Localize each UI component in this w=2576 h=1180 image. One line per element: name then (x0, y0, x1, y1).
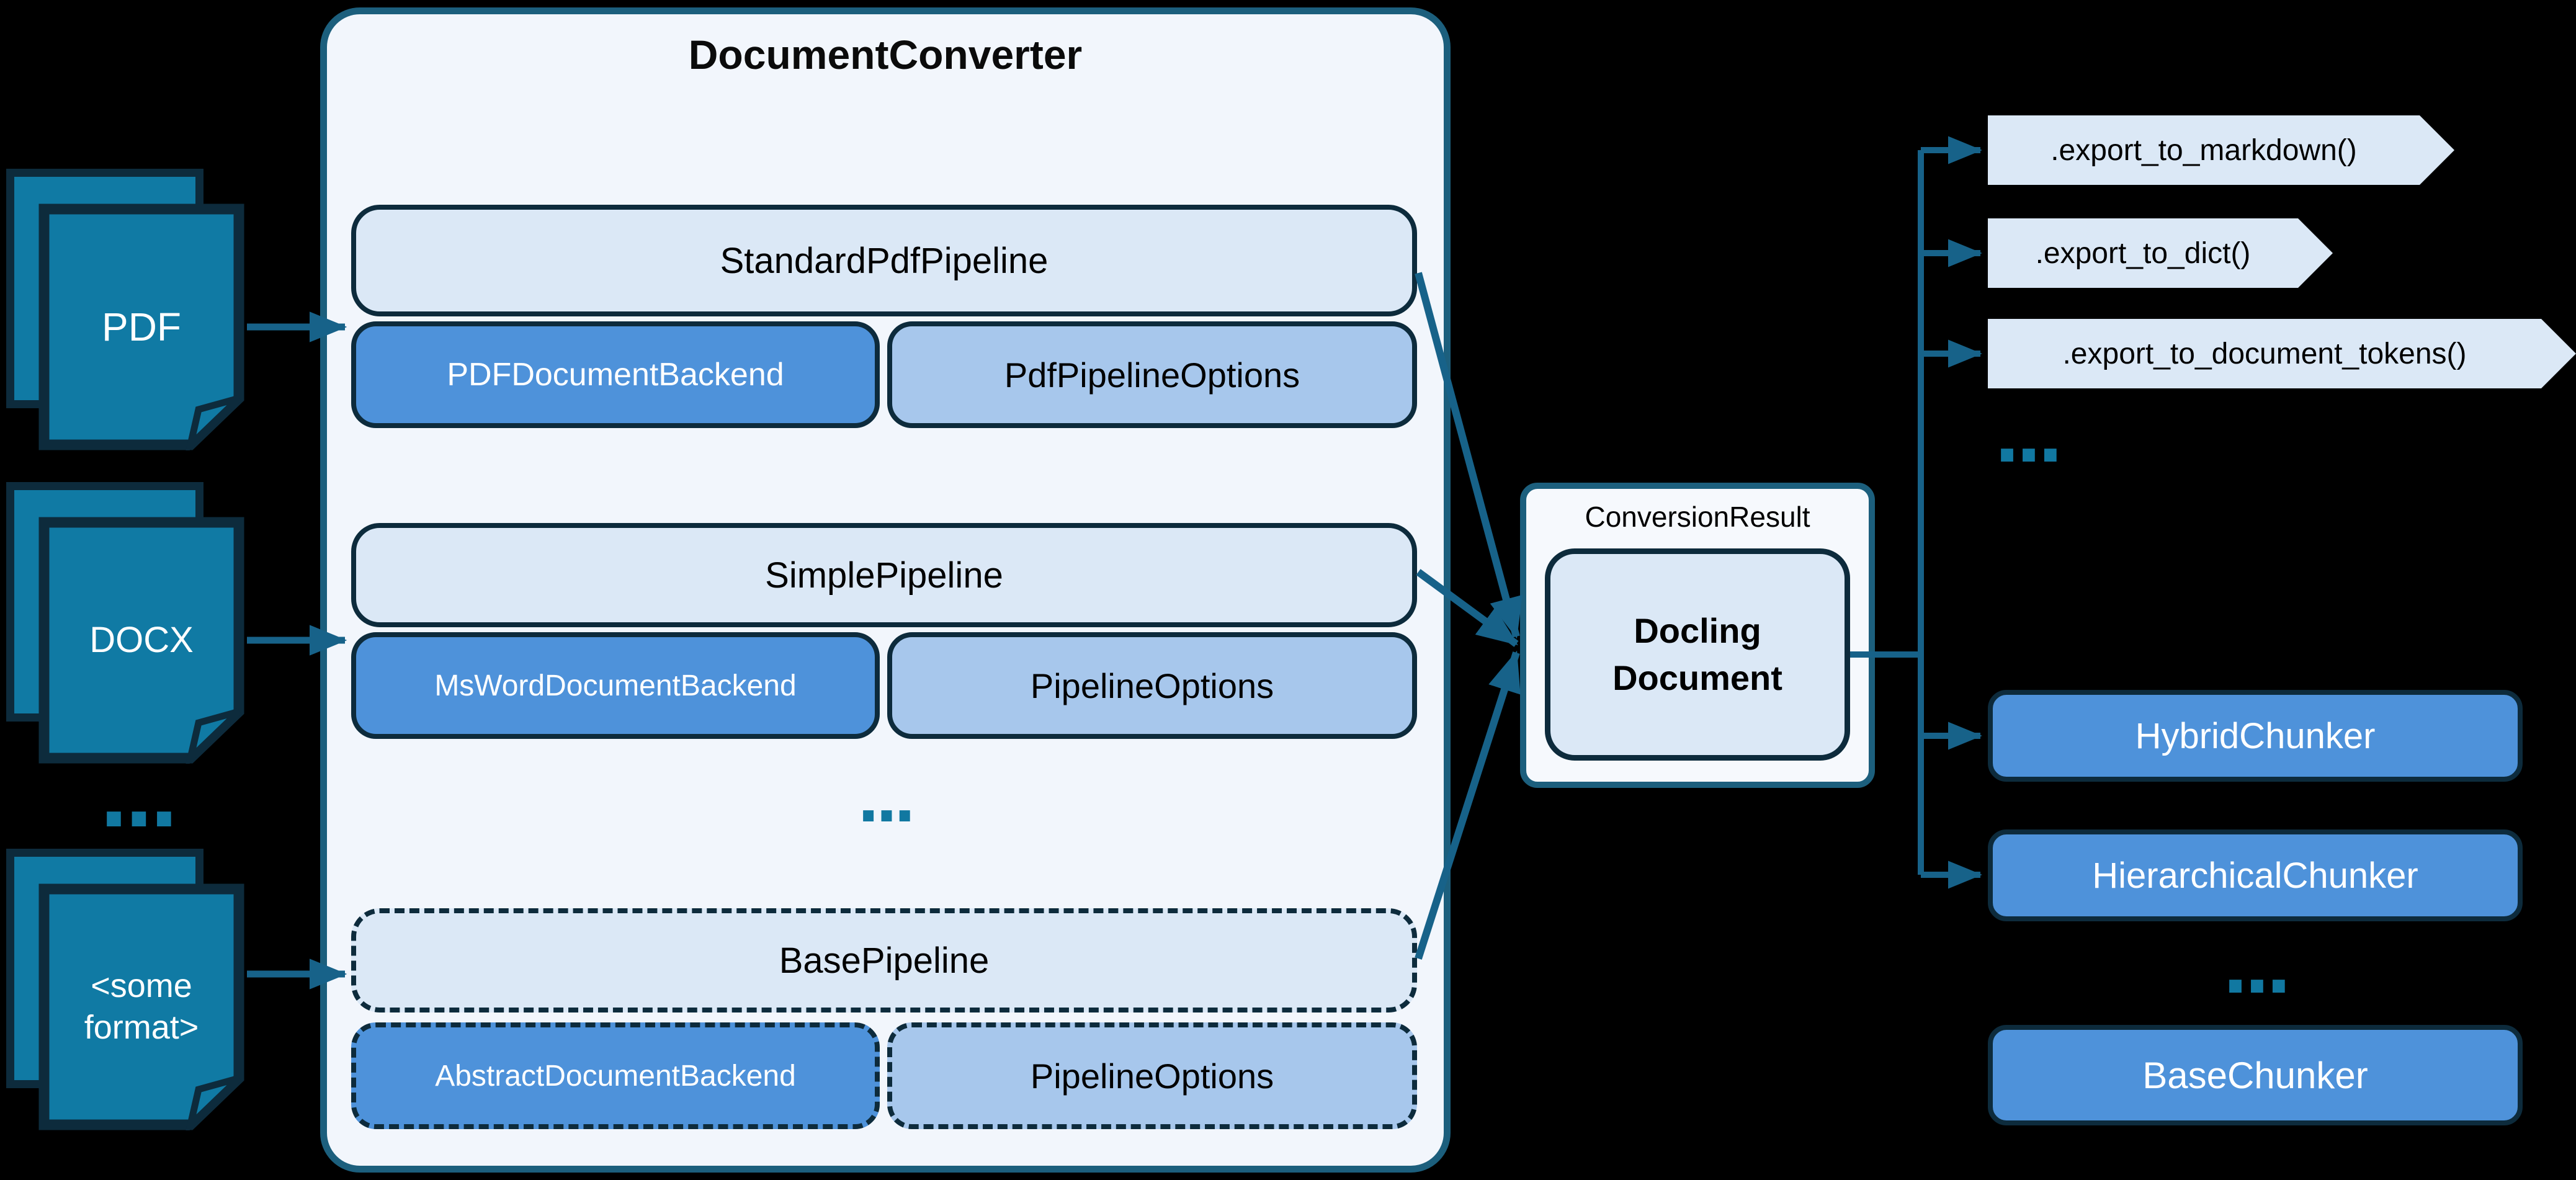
pdf-document-icon (38, 203, 244, 450)
document-converter-title: DocumentConverter (688, 32, 1083, 78)
export-to-dict-chevron: .export_to_dict() (1988, 218, 2333, 288)
export-to-document-tokens-chevron: .export_to_document_tokens() (1988, 319, 2576, 388)
arrow-base-pipeline-to-result (1415, 650, 1521, 960)
other-format-document-icon (38, 883, 244, 1130)
conversion-result-label: ConversionResult (1585, 501, 1810, 533)
backend-pdf-document: PDFDocumentBackend (351, 321, 880, 428)
base-chunker-box: BaseChunker (1988, 1025, 2523, 1125)
options-pipeline: PipelineOptions (887, 632, 1417, 739)
document-page-icon (38, 517, 244, 764)
other-format-label: <some format> (84, 967, 199, 1047)
pdf-label: PDF (102, 305, 181, 349)
arrow-simple-pipeline-to-result (1416, 569, 1519, 647)
pipeline-base: BasePipeline (351, 908, 1417, 1012)
options-pdf-pipeline: PdfPipelineOptions (887, 321, 1417, 428)
hierarchical-chunker-box: HierarchicalChunker (1988, 829, 2523, 921)
docx-label: DOCX (89, 619, 194, 660)
backend-abstract-document: AbstractDocumentBackend (351, 1022, 880, 1129)
export-to-markdown-chevron: .export_to_markdown() (1988, 115, 2454, 185)
document-page-icon (38, 203, 244, 450)
hybrid-chunker-box: HybridChunker (1988, 690, 2523, 782)
pipeline-simple: SimplePipeline (351, 523, 1417, 627)
document-page-icon (38, 883, 244, 1130)
docling-output-trunk-line (1850, 150, 1924, 875)
docx-document-icon (38, 517, 244, 764)
arrow-standard-pipeline-to-result (1415, 272, 1523, 639)
backend-msword-document: MsWordDocumentBackend (351, 632, 880, 739)
pipeline-standard-pdf: StandardPdfPipeline (351, 205, 1417, 316)
docling-document-box: Docling Document (1545, 548, 1850, 761)
options-base-pipeline: PipelineOptions (887, 1022, 1417, 1129)
